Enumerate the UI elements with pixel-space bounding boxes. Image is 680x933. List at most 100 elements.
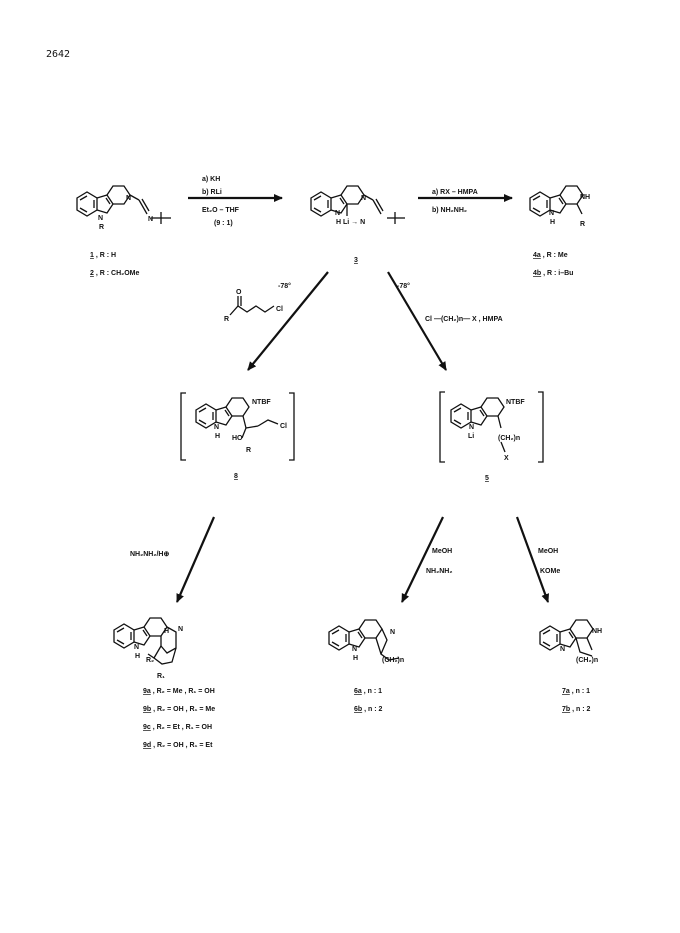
compound-desc: , n : 1 xyxy=(362,688,382,695)
atom-ntbf: NTBF xyxy=(252,399,271,406)
atom-r: R xyxy=(99,224,104,231)
compound-label: 1 xyxy=(90,252,94,259)
compound-desc: , R : H xyxy=(94,252,116,259)
chain-ch2n: (CH₂)n xyxy=(498,435,520,442)
compound-label: 6a xyxy=(354,688,362,695)
structure-compound-4 xyxy=(529,185,584,217)
atom-n: N xyxy=(148,216,153,223)
product-7a-caption: 7a , n : 1 xyxy=(562,688,590,695)
atom-cl: Cl xyxy=(280,423,287,430)
atom-x: X xyxy=(504,455,509,462)
reagent-methanol: MeOH xyxy=(538,548,558,555)
atom-n: N xyxy=(361,195,366,202)
compound-label: 5 xyxy=(485,475,489,482)
compound-desc: , n : 2 xyxy=(570,706,590,713)
atom-r1: R₁ xyxy=(157,673,165,680)
solvent: Et₂O – THF xyxy=(202,207,240,214)
atom-n: N xyxy=(352,646,357,653)
product-6a-caption: 6a , n : 1 xyxy=(354,688,382,695)
product-9-list: 9a , R₂ = Me , R₁ = OH 9b , R₂ = OH , R₁… xyxy=(143,688,215,749)
atom-n: N xyxy=(98,215,103,222)
atom-r: R xyxy=(580,221,585,228)
bracket-right xyxy=(439,391,544,463)
atom-n: N xyxy=(549,210,554,217)
product-9c-caption: 9c , R₂ = Et , R₁ = OH xyxy=(143,724,212,731)
structure-compound-3 xyxy=(310,185,405,224)
compound-4b-caption: 4b , R : i–Bu xyxy=(533,270,573,277)
atom-r2: R₂ xyxy=(146,657,154,664)
structure-product-9 xyxy=(113,617,177,665)
atom-n: N xyxy=(335,210,340,217)
compound-desc: , n : 1 xyxy=(570,688,590,695)
reagent-o: O xyxy=(236,289,242,296)
atom-n: N xyxy=(126,195,131,202)
compound-label: 8 xyxy=(234,473,238,480)
compound-desc: , R₂ = Et , R₁ = OH xyxy=(151,724,212,731)
reaction-arrow xyxy=(175,516,216,603)
compound-label: 9c xyxy=(143,724,151,731)
compound-desc: , R : i–Bu xyxy=(541,270,573,277)
reagent-b: b) RLi xyxy=(202,189,222,196)
product-9d-caption: 9d , R₂ = OH , R₁ = Et xyxy=(143,742,213,749)
reagent-a: a) KH xyxy=(202,176,220,183)
reaction-arrow xyxy=(247,271,329,371)
structure-intermediate-5 xyxy=(450,397,506,453)
reagent-alkylhalide: Cl —(CH₂)n— X , HMPA xyxy=(425,316,503,323)
atom-n: N xyxy=(134,644,139,651)
atom-h: H xyxy=(336,219,341,226)
atom-h: H xyxy=(215,433,220,440)
compound-desc: , R₂ = OH , R₁ = Me xyxy=(151,706,215,713)
reagent-a: a) RX – HMPA xyxy=(432,189,478,196)
atom-r: R xyxy=(246,447,251,454)
reagent-r: R xyxy=(224,316,229,323)
product-9b-caption: 9b , R₂ = OH , R₁ = Me xyxy=(143,706,215,713)
reagent-hydrazine: NH₂NH₂ xyxy=(426,568,452,575)
compound-label: 9a xyxy=(143,688,151,695)
temperature: -78° xyxy=(397,282,410,290)
atom-h: H xyxy=(550,219,555,226)
atom-li: Li xyxy=(468,433,474,440)
atom-n: N xyxy=(560,646,565,653)
compound-label: 6b xyxy=(354,706,362,713)
atom-nh: NH xyxy=(580,194,590,201)
chain-ch2n: (CH₂)n xyxy=(576,657,598,664)
compound-desc: , R₂ = Me , R₁ = OH xyxy=(151,688,215,695)
temperature: -78° xyxy=(278,282,291,290)
structure-product-7 xyxy=(539,619,594,657)
structure-product-6 xyxy=(328,619,400,661)
reagent-b: b) NH₂NH₂ xyxy=(432,207,467,214)
reaction-arrow xyxy=(515,516,550,603)
compound-desc: , n : 2 xyxy=(362,706,382,713)
bracket-left xyxy=(180,392,295,461)
atom-n: N xyxy=(390,629,395,636)
compound-desc: , R₂ = OH , R₁ = Et xyxy=(151,742,213,749)
atom-n: N xyxy=(214,424,219,431)
compound-desc: , R : CH₂OMe xyxy=(94,270,140,277)
structure-compound-1-2 xyxy=(76,185,171,224)
product-7b-caption: 7b , n : 2 xyxy=(562,706,591,713)
compound-label: 2 xyxy=(90,270,94,277)
compound-1-caption: 1 , R : H xyxy=(90,252,116,259)
atom-h: H xyxy=(353,655,358,662)
atom-h: H xyxy=(135,653,140,660)
compound-label: 9b xyxy=(143,706,151,713)
compound-label: 7b xyxy=(562,706,570,713)
page-number: 2642 xyxy=(46,49,70,60)
compound-desc: , R : Me xyxy=(541,252,568,259)
reagent-komes: KOMe xyxy=(540,568,560,575)
compound-label: 4b xyxy=(533,270,541,277)
product-9a-caption: 9a , R₂ = Me , R₁ = OH xyxy=(143,688,215,695)
compound-label: 9d xyxy=(143,742,151,749)
compound-label: 7a xyxy=(562,688,570,695)
atom-ho: HO xyxy=(232,435,243,442)
structure-intermediate-8 xyxy=(195,397,279,439)
atom-n: N xyxy=(469,424,474,431)
reagent-cl: Cl xyxy=(276,306,283,313)
atom-n: N xyxy=(178,626,183,633)
reagent-methanol: MeOH xyxy=(432,548,452,555)
reagent-hydrazine-acid: NH₂NH₂/H⊕ xyxy=(130,551,169,558)
atom-nh: NH xyxy=(592,628,602,635)
compound-4a-caption: 4a , R : Me xyxy=(533,252,568,259)
li-coordination: Li → N xyxy=(343,219,365,226)
